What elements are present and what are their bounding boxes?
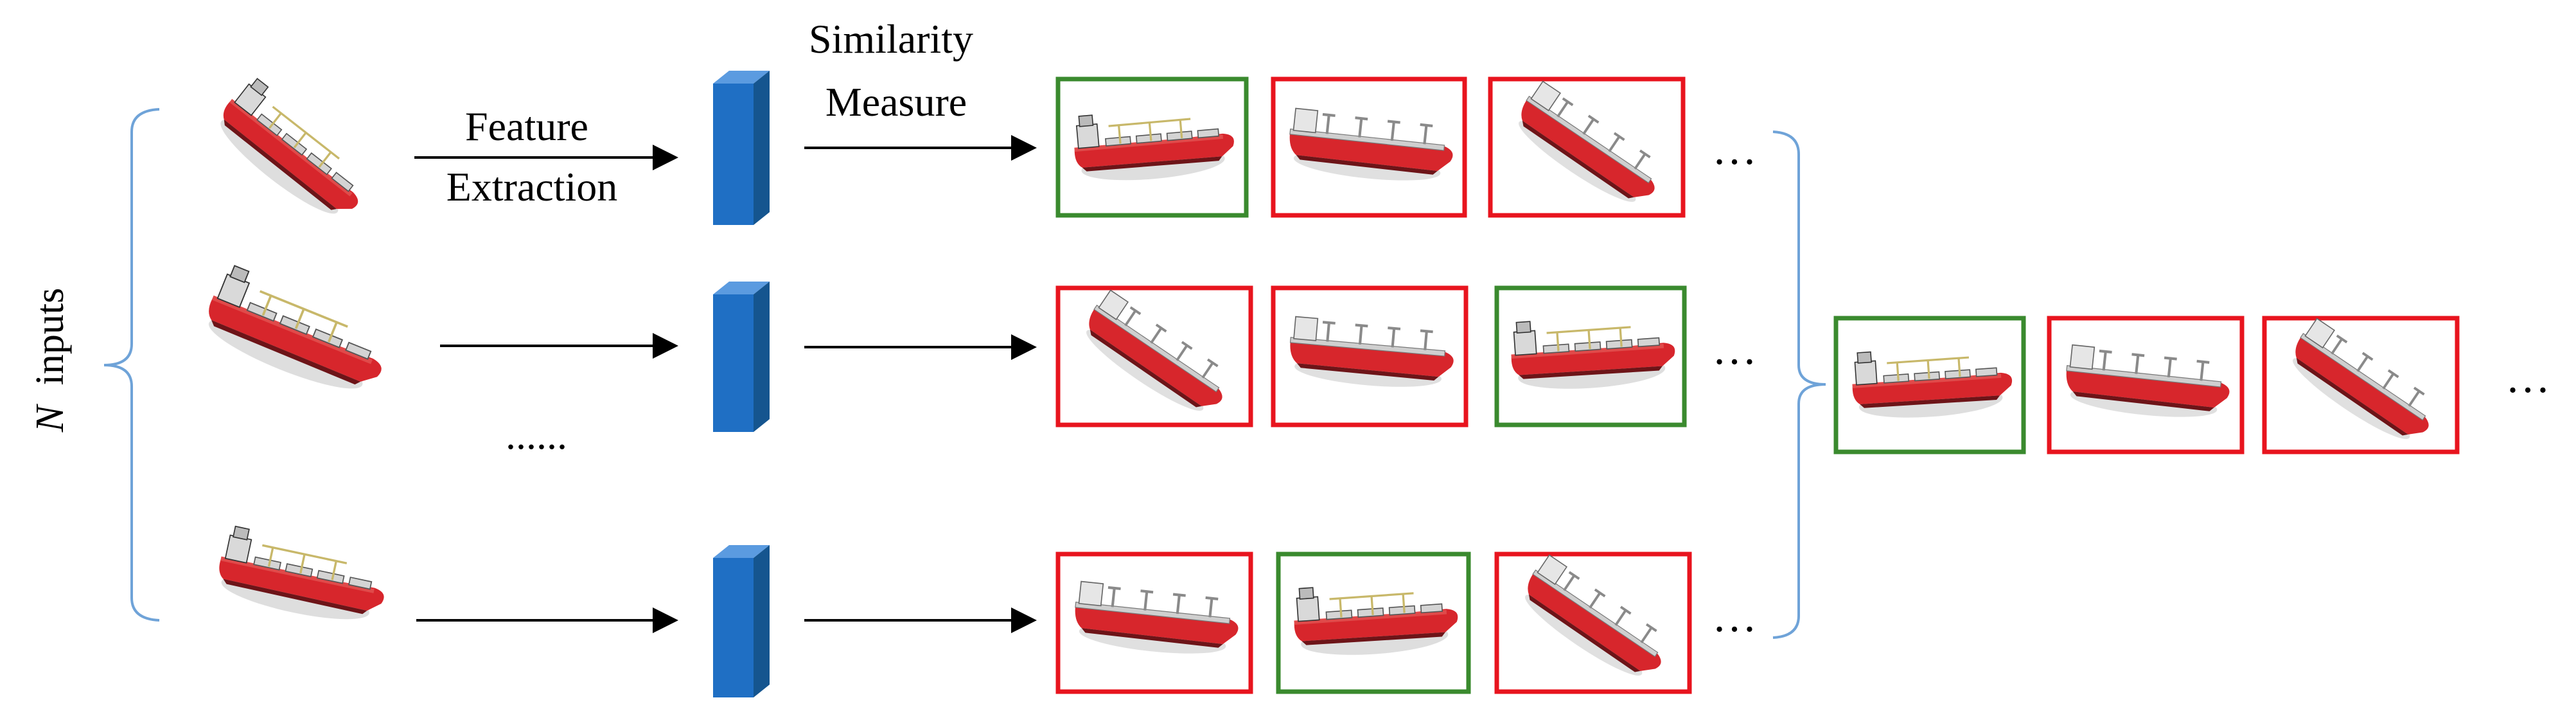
svg-text:N inputs: N inputs	[28, 288, 72, 433]
left-brace	[103, 108, 160, 622]
feature-block-2	[713, 282, 770, 432]
result-row-3: …	[1055, 552, 1757, 694]
row-ellipsis: …	[1712, 592, 1757, 642]
row-ellipsis: …	[1712, 325, 1757, 374]
inputs-text: inputs	[28, 288, 72, 386]
fused-ellipsis: …	[2505, 353, 2550, 402]
feature-block-1	[713, 71, 770, 225]
similarity-measure-label: Similarity Measure	[809, 16, 984, 125]
feature-block-3	[713, 545, 770, 697]
result-row-2: …	[1055, 285, 1757, 427]
result-row-1: …	[1055, 76, 1757, 218]
fused-results: …	[1833, 315, 2550, 455]
extraction-arrows	[414, 145, 678, 633]
n-variable: N	[28, 403, 72, 433]
inputs-ellipsis: ......	[506, 412, 567, 458]
input-ship-1	[206, 73, 382, 232]
feature-extraction-label: Feature Extraction	[446, 103, 618, 210]
row-ellipsis: …	[1712, 125, 1757, 174]
similarity-arrows	[804, 135, 1037, 633]
n-inputs-label: N inputs	[28, 288, 72, 433]
input-ship-2	[196, 261, 399, 406]
right-brace	[1772, 130, 1826, 639]
input-ship-3	[211, 523, 393, 632]
